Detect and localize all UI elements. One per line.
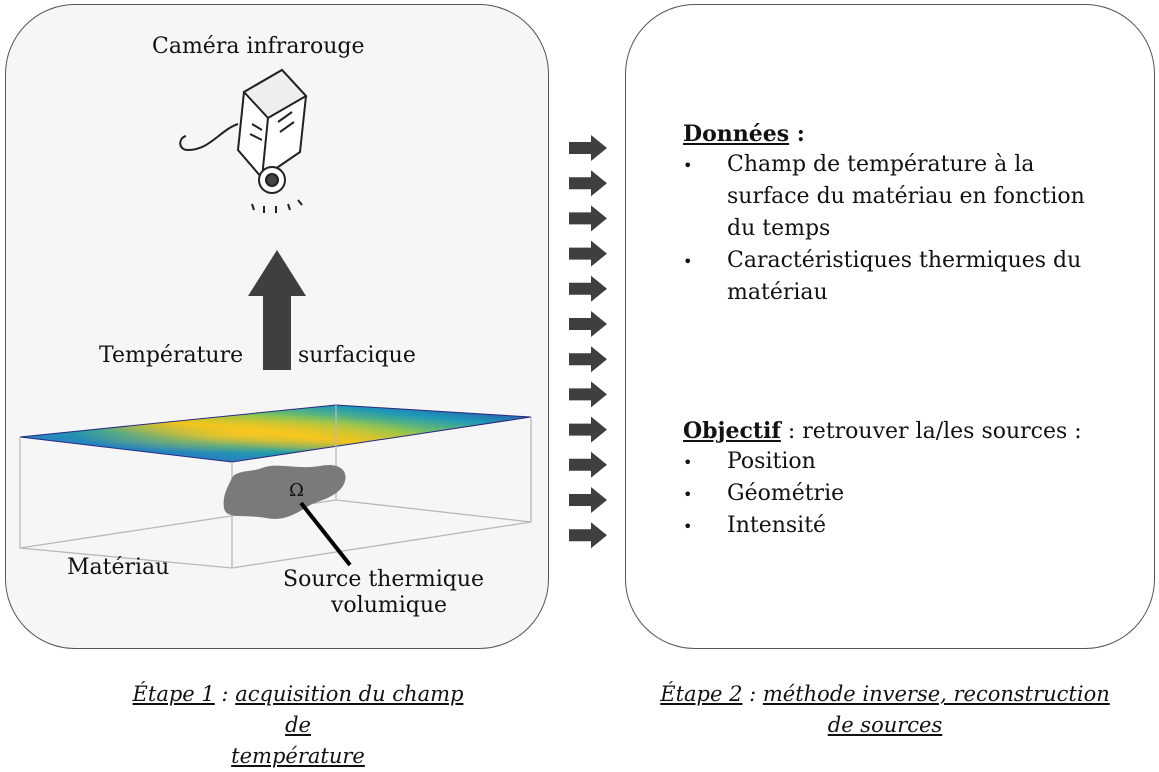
step2-caption-sep: :	[742, 682, 763, 706]
right-arrow-icon	[569, 275, 607, 302]
source-label-line2: volumique	[331, 593, 448, 618]
objective-item-geometry: Géométrie	[727, 481, 845, 506]
data-bullet-1: •	[683, 156, 693, 175]
material-box	[19, 404, 532, 569]
data-heading: Données :	[683, 121, 805, 147]
objective-bullet-3: •	[683, 517, 693, 536]
data-item-1-line1: Champ de température à la	[727, 152, 1035, 177]
step1-caption: Étape 1 : acquisition du champ de tempér…	[118, 679, 478, 772]
right-arrow-icon	[569, 416, 607, 443]
arrow-column	[569, 135, 607, 549]
data-item-2-line2: matériau	[727, 280, 828, 305]
data-bullet-2: •	[683, 252, 693, 271]
camera-label: Caméra infrarouge	[152, 34, 365, 59]
step2-panel	[625, 4, 1155, 649]
right-arrow-icon	[569, 381, 607, 408]
objective-title: Objectif	[683, 418, 781, 444]
step2-caption-line1: méthode inverse, reconstruction	[762, 682, 1110, 706]
right-arrow-icon	[569, 205, 607, 232]
right-arrow-icon	[569, 487, 607, 513]
step1-caption-line2: température	[231, 744, 365, 768]
objective-item-intensity: Intensité	[727, 513, 827, 538]
right-arrow-icon	[569, 170, 607, 197]
right-arrow-icon	[569, 522, 607, 549]
step1-caption-prefix: Étape 1	[132, 682, 215, 706]
data-item-2-line1: Caractéristiques thermiques du	[727, 248, 1082, 273]
objective-bullet-2: •	[683, 485, 693, 504]
right-arrow-icon	[569, 311, 607, 337]
data-item-1-line3: du temps	[727, 216, 831, 241]
right-arrow-icon	[569, 451, 607, 478]
upward-arrow-icon	[248, 250, 306, 370]
source-pointer-line	[299, 501, 352, 567]
heat-source-blob	[223, 464, 346, 519]
objective-bullet-1: •	[683, 453, 693, 472]
right-arrow-icon	[569, 346, 607, 373]
material-label: Matériau	[67, 555, 170, 580]
right-arrow-icon	[569, 135, 607, 161]
temperature-label-left: Température	[99, 343, 244, 368]
objective-rest: : retrouver la/les sources :	[780, 419, 1082, 444]
objective-heading: Objectif : retrouver la/les sources :	[683, 418, 1082, 444]
data-title: Données	[683, 121, 790, 147]
step2-caption-prefix: Étape 2	[660, 682, 743, 706]
temperature-label-right: surfacique	[298, 343, 416, 368]
diagram-graphics	[19, 68, 607, 569]
step1-caption-sep: :	[214, 682, 236, 706]
objective-item-position: Position	[727, 449, 816, 474]
step2-caption-line2: de sources	[827, 713, 943, 737]
step1-caption-line1: acquisition du champ de	[235, 682, 464, 737]
data-item-1-line2: surface du matériau en fonction	[727, 184, 1085, 209]
omega-symbol: Ω	[289, 480, 304, 501]
source-label-line1: Source thermique	[283, 567, 485, 592]
infrared-camera-icon	[179, 68, 308, 213]
right-arrow-icon	[569, 240, 607, 267]
data-colon: :	[789, 121, 805, 147]
